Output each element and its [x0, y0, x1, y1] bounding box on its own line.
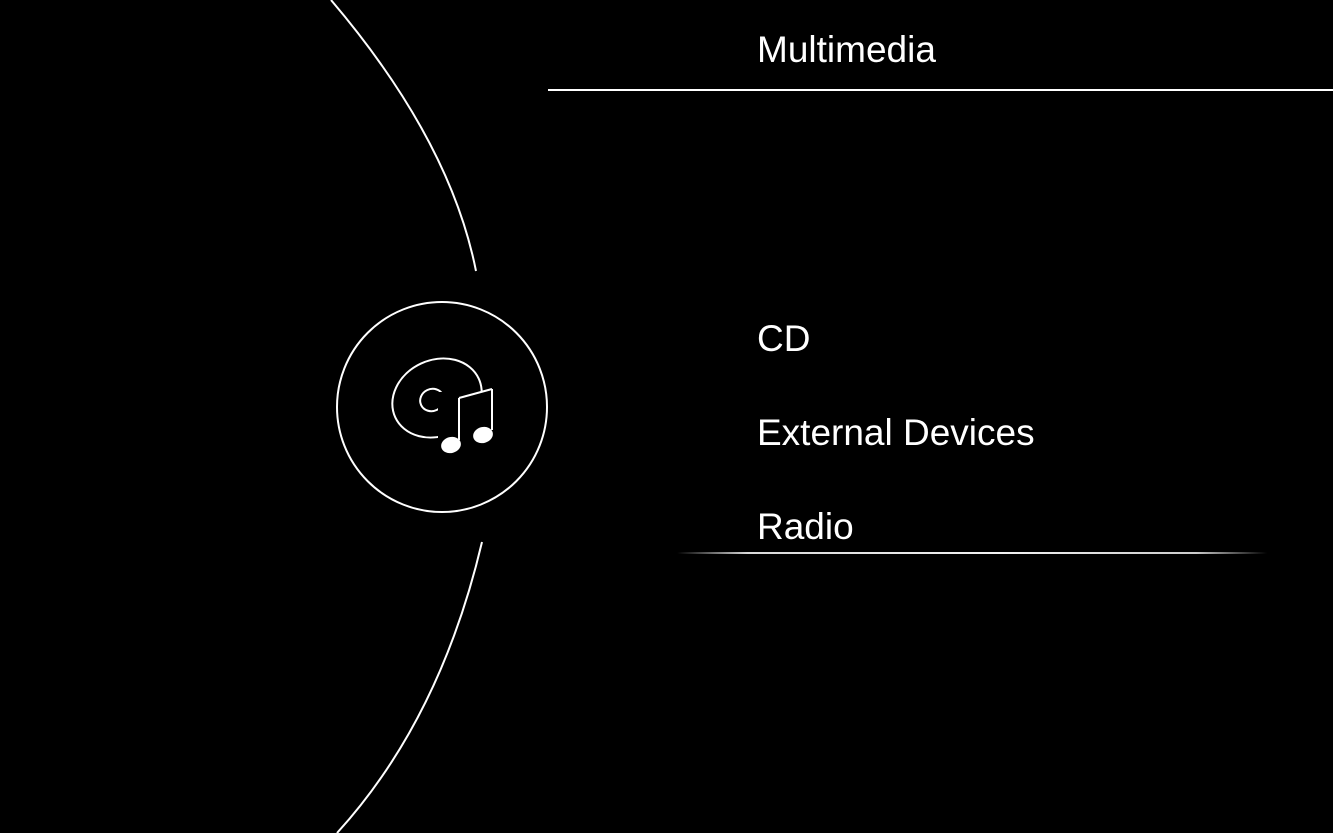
disc-music-icon	[336, 301, 548, 513]
source-menu: CD External Devices Radio	[757, 318, 1035, 548]
media-source-button[interactable]	[335, 300, 549, 514]
arc-upper	[330, 0, 477, 272]
menu-item-radio[interactable]: Radio	[757, 506, 854, 547]
header-divider	[548, 89, 1333, 91]
selection-underline	[677, 552, 1267, 554]
page-title: Multimedia	[757, 29, 936, 70]
menu-item-external-devices[interactable]: External Devices	[757, 412, 1035, 453]
menu-item-cd[interactable]: CD	[757, 318, 811, 359]
arc-lower	[336, 541, 483, 833]
